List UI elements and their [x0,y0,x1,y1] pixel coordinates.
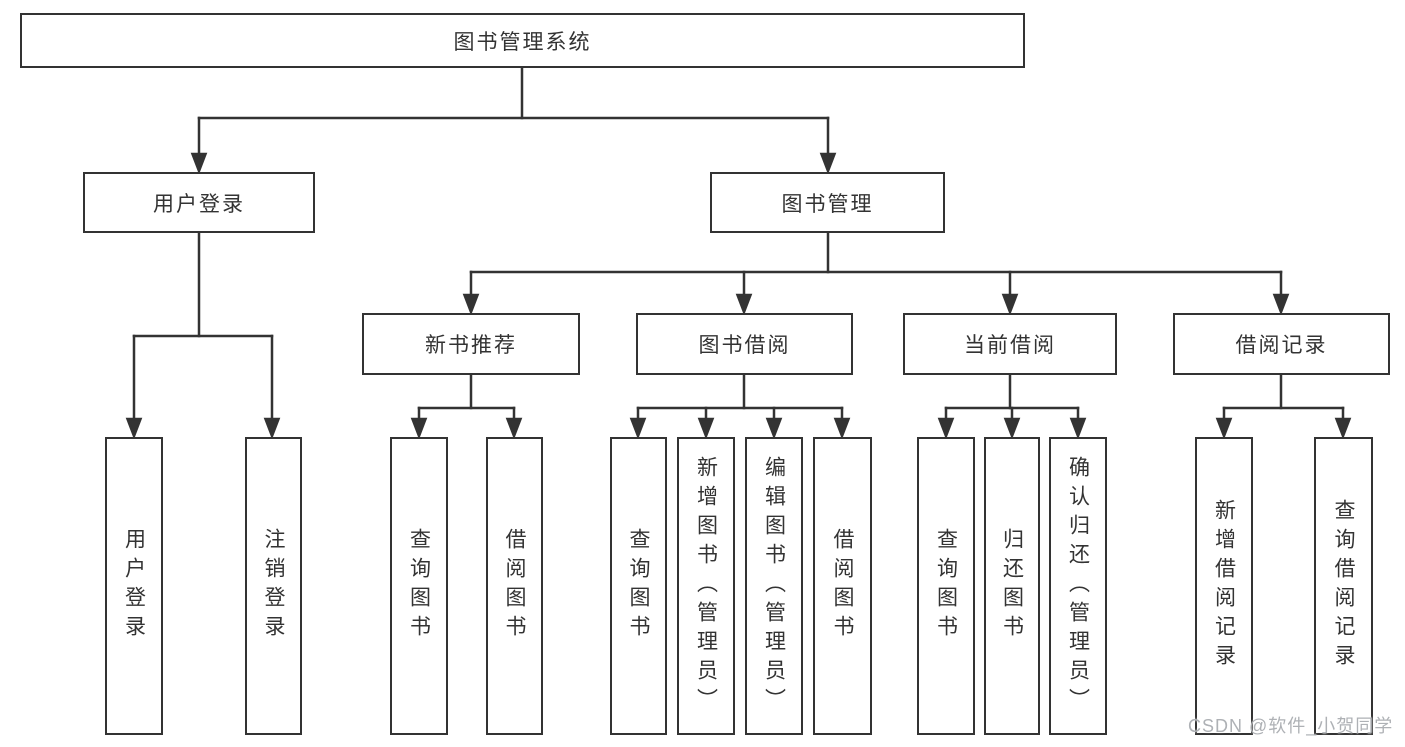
node-library-system: 图书管理系统 [20,13,1025,68]
connector-records-to-leaves [1215,373,1352,440]
leaf-borrow-books-recommend: 借阅图书 [486,437,543,735]
node-new-book-recommend: 新书推荐 [362,313,580,375]
node-current-borrow: 当前借阅 [903,313,1117,375]
leaf-user-login: 用户登录 [105,437,163,735]
connector-newbook-to-leaves [410,373,523,440]
connector-management-to-level3 [462,231,1290,316]
connector-login-to-children [125,231,281,440]
connector-root-to-level2 [190,66,837,175]
leaf-query-books-recommend: 查询图书 [390,437,448,735]
leaf-add-borrow-record: 新增借阅记录 [1195,437,1253,735]
connector-current-to-leaves [937,373,1087,440]
leaf-logout: 注销登录 [245,437,302,735]
node-book-borrow: 图书借阅 [636,313,853,375]
leaf-edit-books-admin: 编辑图书（管理员） [745,437,803,735]
leaf-confirm-return-admin: 确认归还（管理员） [1049,437,1107,735]
node-book-management: 图书管理 [710,172,945,233]
leaf-borrow-books: 借阅图书 [813,437,872,735]
connector-bookborrow-to-leaves [629,373,851,440]
watermark-csdn: CSDN @软件_小贺同学 [1188,716,1394,736]
node-borrow-records: 借阅记录 [1173,313,1390,375]
node-user-login: 用户登录 [83,172,315,233]
leaf-query-borrow-record: 查询借阅记录 [1314,437,1373,735]
leaf-query-books-borrow: 查询图书 [610,437,667,735]
leaf-return-books: 归还图书 [984,437,1040,735]
leaf-add-books-admin: 新增图书（管理员） [677,437,735,735]
leaf-query-books-current: 查询图书 [917,437,975,735]
